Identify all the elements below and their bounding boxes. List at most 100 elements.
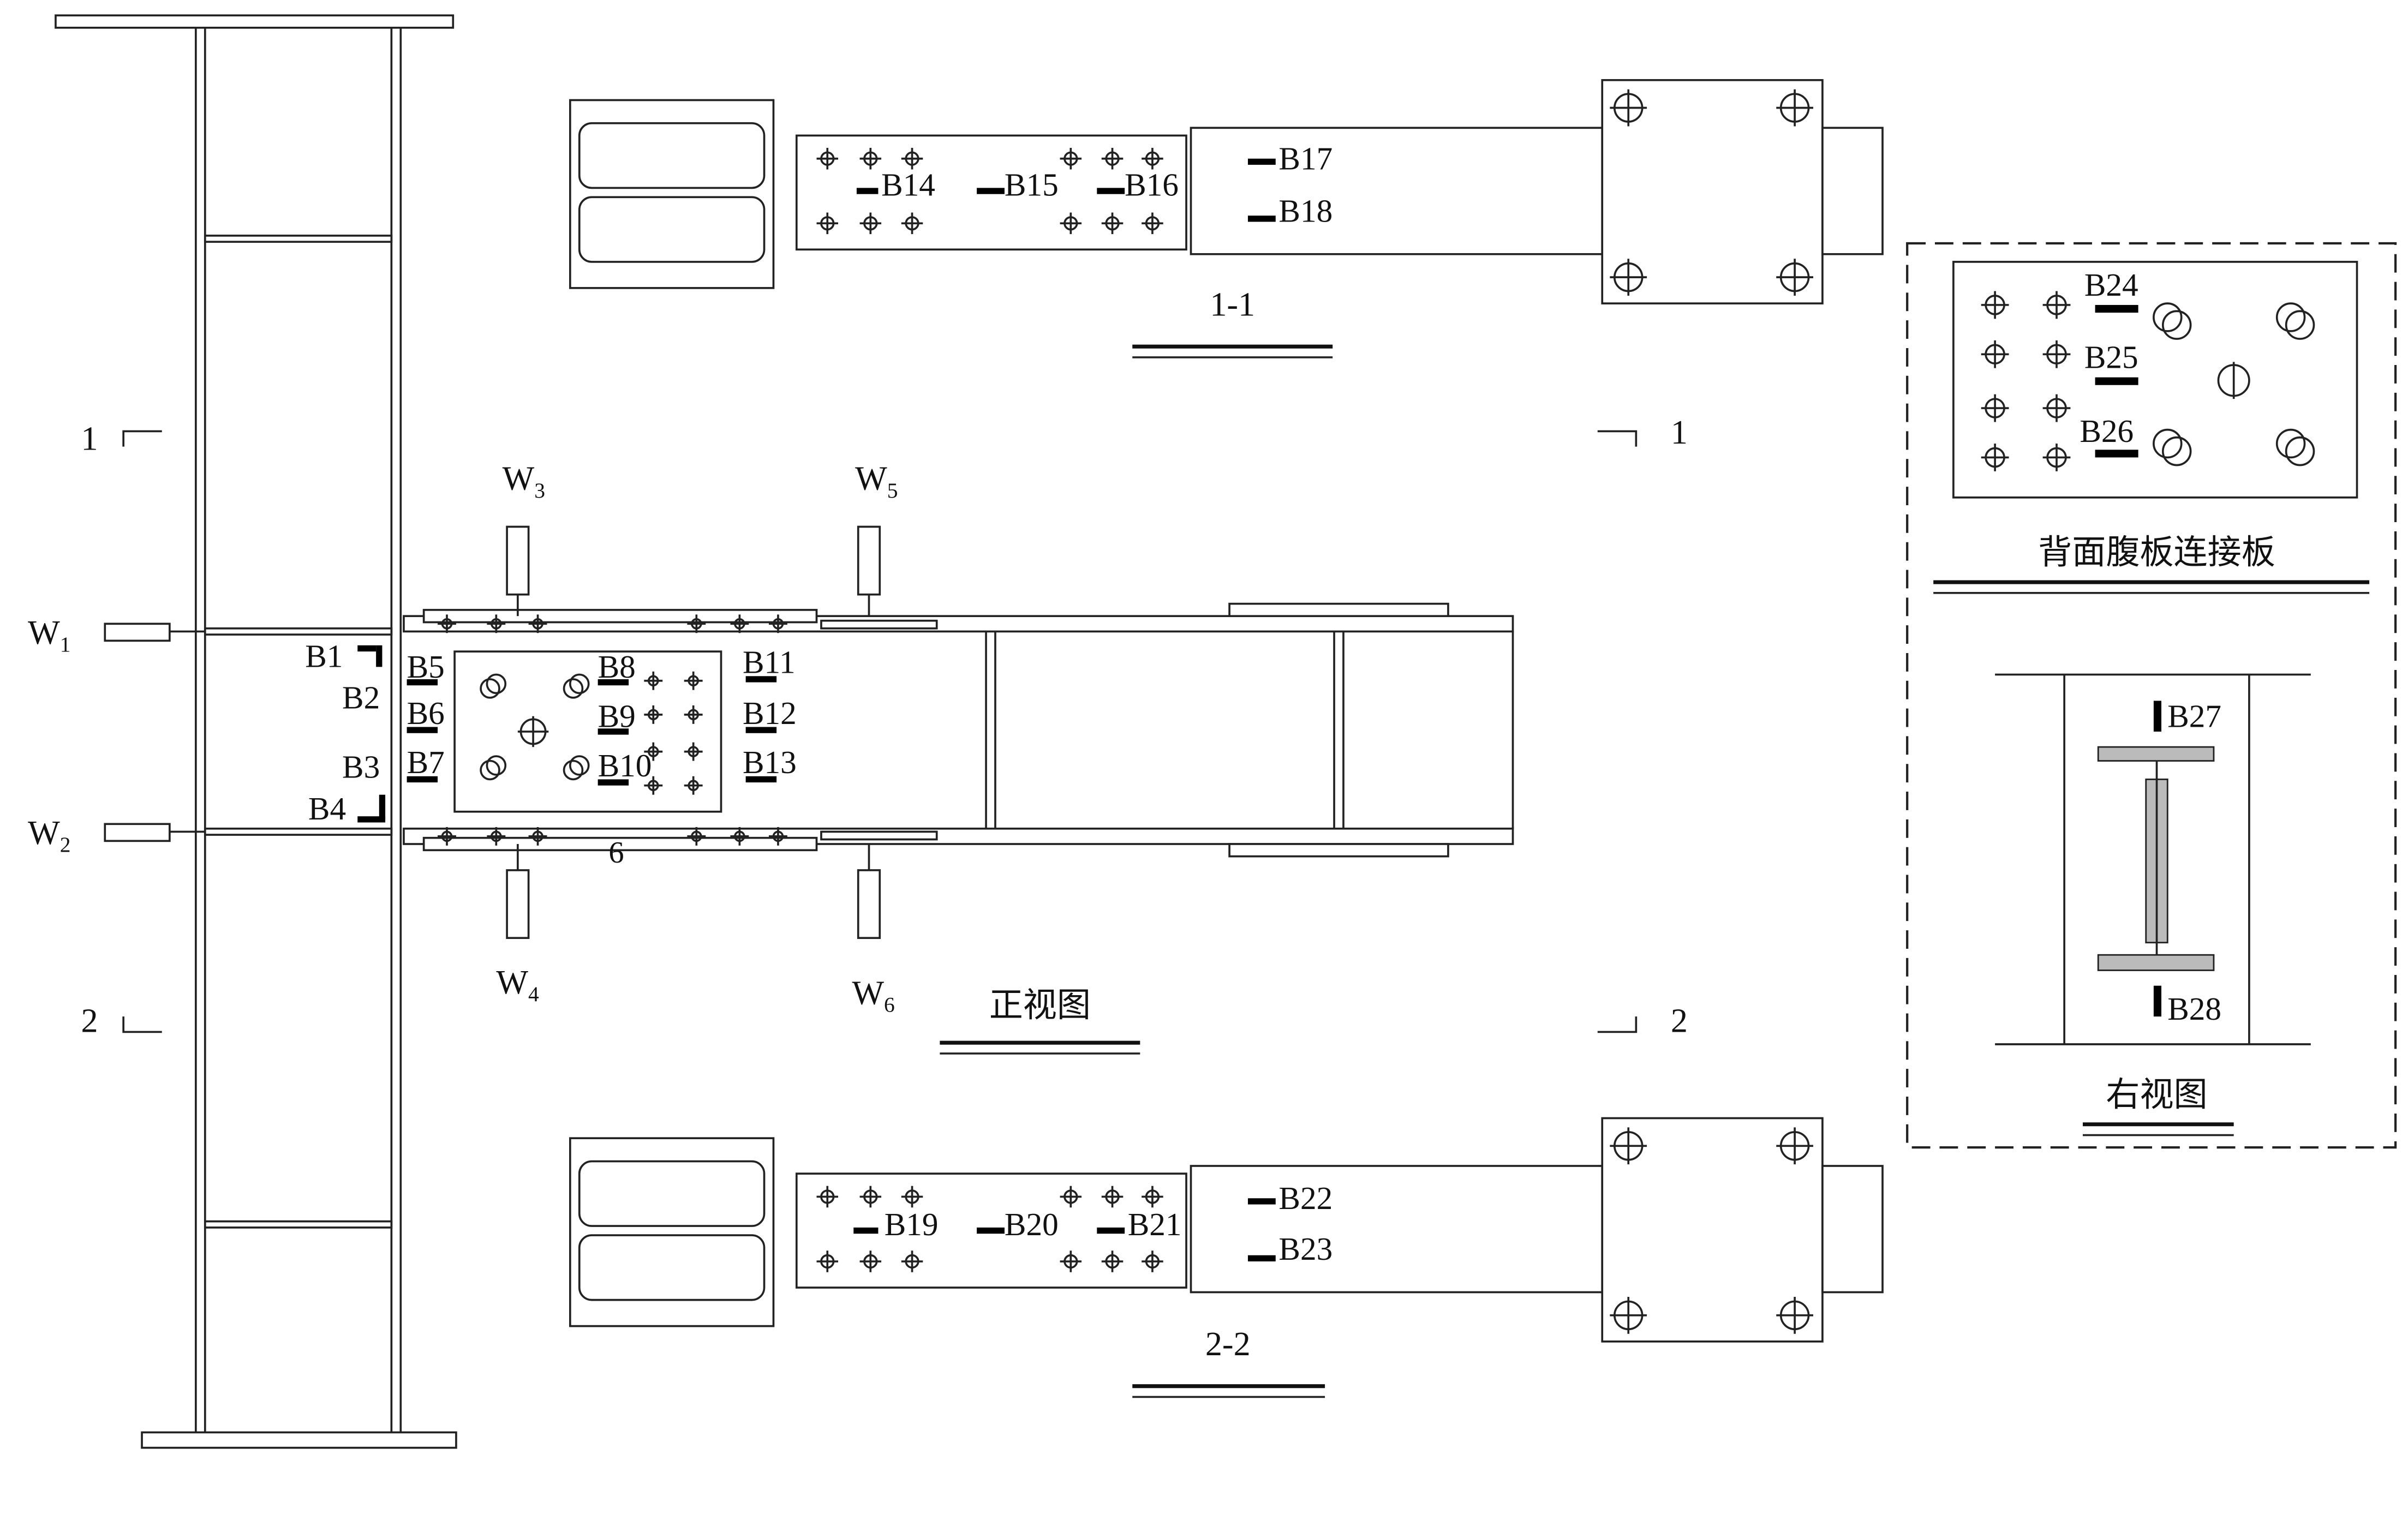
- strain-gauge-mark: [1247, 216, 1276, 222]
- strain-gauge-label: B20: [1005, 1206, 1059, 1242]
- section-1-1-view: [569, 79, 1884, 304]
- strain-gauge-mark: [357, 816, 386, 823]
- strain-gauge-b17: B17: [1247, 141, 1333, 177]
- strain-gauge-label: B5: [407, 649, 445, 685]
- right-view-title: 右视图: [2106, 1074, 2207, 1114]
- strain-gauge-mark: [407, 727, 438, 733]
- strain-gauge-mark: [357, 645, 377, 652]
- strain-gauge-mark: [856, 188, 879, 194]
- column: [55, 14, 457, 1449]
- strain-gauge-b22: B22: [1247, 1180, 1333, 1216]
- strain-gauge-mark: [407, 679, 438, 686]
- section-markers: 1 1 2 2 6: [81, 414, 1688, 1039]
- strain-gauge-mark: [2095, 304, 2138, 313]
- strain-gauge-mark: [597, 679, 629, 686]
- strain-gauge-label: B11: [743, 644, 796, 680]
- strain-gauge-b26: B26: [2080, 413, 2138, 458]
- strain-gauge-b2: B2: [342, 680, 380, 716]
- strain-gauge-label: B8: [598, 649, 636, 685]
- strain-gauge-label: B3: [342, 749, 380, 785]
- section-2-title: 2-2: [1205, 1326, 1251, 1363]
- displacement-gauge-w1: W1: [28, 614, 205, 656]
- stiffener: [204, 1220, 393, 1229]
- strain-gauge-mark: [2095, 377, 2138, 385]
- strain-gauge-label: B24: [2084, 267, 2138, 303]
- svg-text:2: 2: [1671, 1002, 1688, 1039]
- strain-gauge-mark: [745, 676, 777, 683]
- strain-gauge-b21: B21: [1097, 1206, 1182, 1242]
- strain-gauge-b12: B12: [743, 695, 797, 733]
- strain-gauge-b28: B28: [2153, 985, 2221, 1027]
- strain-gauge-b16: B16: [1097, 167, 1179, 203]
- strain-gauge-mark: [745, 727, 777, 733]
- column-flange-section: [569, 1137, 775, 1327]
- strain-gauge-mark: [745, 776, 777, 783]
- strain-gauge-label: B25: [2084, 339, 2138, 375]
- strain-gauge-mark: [597, 779, 629, 786]
- strain-gauge-label: B6: [407, 695, 445, 731]
- strain-gauge-mark: [977, 1227, 1005, 1234]
- svg-text:2: 2: [81, 1002, 98, 1039]
- strain-gauge-b19: B19: [853, 1206, 939, 1242]
- displacement-gauge-w4: W4: [496, 843, 539, 1006]
- strain-gauge-mark: [1097, 1227, 1125, 1234]
- strain-gauge-mark: [2095, 450, 2138, 458]
- strain-gauge-label: B14: [881, 167, 935, 203]
- strain-gauge-b1: B1: [305, 638, 383, 674]
- strain-gauge-label: B9: [598, 698, 636, 734]
- strain-gauge-label: B16: [1125, 167, 1179, 203]
- displacement-gauge-w3: W3: [503, 460, 545, 617]
- svg-text:1: 1: [81, 420, 98, 457]
- strain-gauge-label: B23: [1278, 1231, 1333, 1267]
- strain-gauge-b11: B11: [743, 644, 796, 683]
- strain-gauge-label: B10: [598, 747, 652, 783]
- stiffener: [204, 827, 393, 836]
- strain-gauge-label: B7: [407, 744, 445, 780]
- section-1-title: 1-1: [1210, 286, 1255, 324]
- strain-gauge-mark: [977, 188, 1005, 194]
- strain-gauge-b18: B18: [1247, 193, 1333, 229]
- right-view: [1995, 673, 2311, 1045]
- strain-gauge-mark: [853, 1227, 879, 1234]
- strain-gauge-label: B13: [743, 744, 797, 780]
- back-plate-title: 背面腹板连接板: [2038, 532, 2275, 572]
- beam-section: [1190, 1165, 1604, 1294]
- gauge-label: W3: [503, 460, 545, 502]
- strain-gauge-b8: B8: [597, 649, 636, 686]
- strain-gauge-b3: B3: [342, 749, 380, 785]
- strain-gauge-mark: [2153, 985, 2161, 1017]
- strain-gauge-b6: B6: [407, 695, 445, 733]
- strain-gauge-mark: [407, 776, 438, 783]
- strain-gauge-b5: B5: [407, 649, 445, 686]
- section-2-2-view: [569, 1117, 1884, 1343]
- strain-gauge-mark: [597, 728, 629, 735]
- front-view-beam: [403, 602, 1514, 858]
- strain-gauge-label: B2: [342, 680, 380, 716]
- gauge-label: W5: [855, 460, 898, 502]
- strain-gauge-mark: [1247, 1255, 1276, 1262]
- strain-gauge-b9: B9: [597, 698, 636, 735]
- strain-gauge-label: B26: [2080, 413, 2134, 449]
- strain-gauge-mark: [2153, 701, 2161, 732]
- strain-gauge-b23: B23: [1247, 1231, 1333, 1267]
- svg-text:6: 6: [608, 836, 624, 870]
- strain-gauge-label: B18: [1278, 193, 1333, 229]
- gauge-label: W4: [496, 964, 539, 1006]
- strain-gauge-mark: [1097, 188, 1125, 194]
- end-plate: [1601, 79, 1824, 304]
- displacement-gauge-w6: W6: [852, 843, 895, 1017]
- strain-gauge-mark: [1247, 158, 1276, 165]
- strain-gauge-b24: B24: [2084, 267, 2138, 313]
- strain-gauge-b7: B7: [407, 744, 445, 783]
- strain-gauge-b10: B10: [597, 747, 652, 786]
- strain-gauge-label: B28: [2167, 991, 2221, 1027]
- strain-gauge-label: B17: [1278, 141, 1333, 177]
- strain-gauge-label: B21: [1128, 1206, 1182, 1242]
- strain-gauge-b14: B14: [856, 167, 935, 203]
- svg-text:1: 1: [1671, 414, 1688, 451]
- front-view-title: 正视图: [989, 985, 1091, 1025]
- end-plate: [1601, 1117, 1824, 1343]
